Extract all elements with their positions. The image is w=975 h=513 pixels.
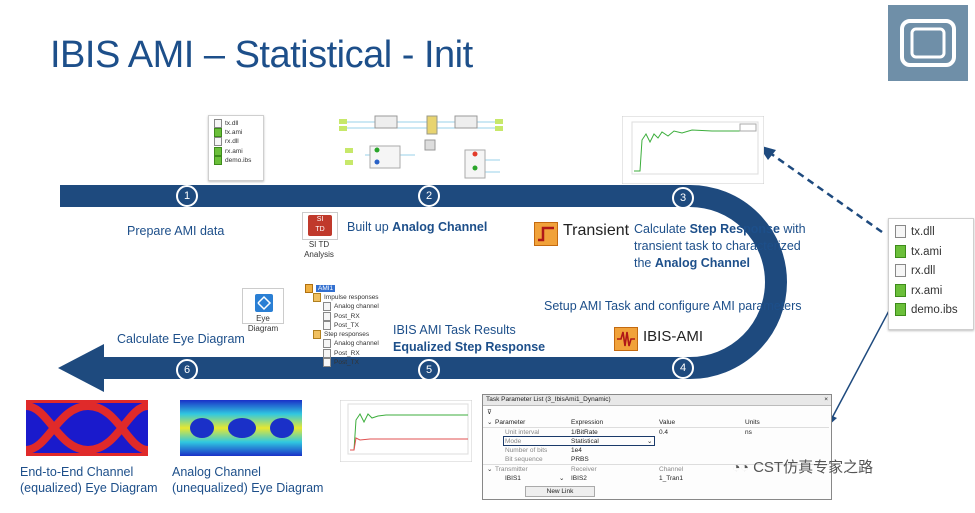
file-icon: [895, 283, 906, 297]
table-row: Unit interval 1/BitRate 0.4 ns: [505, 429, 752, 436]
ibis-ami-label: IBIS-AMI: [643, 328, 704, 345]
step-5-label: IBIS AMI Task Results Equalized Step Res…: [393, 323, 546, 354]
page-title: IBIS AMI – Statistical - Init: [50, 34, 473, 76]
file-icon: [895, 244, 906, 258]
close-icon[interactable]: ×: [824, 396, 828, 403]
link-header-row: ⌄ Transmitter Receiver Channel: [487, 466, 684, 473]
transient-label: Transient: [563, 222, 630, 239]
file-item: demo.ibs: [895, 301, 967, 321]
step-6-label: Calculate Eye Diagram: [117, 332, 245, 346]
file-icon: [214, 137, 222, 147]
step-5-circle: 5: [418, 359, 440, 381]
tree-item: Post_TX: [305, 320, 379, 330]
file-item: tx.ami: [895, 243, 967, 263]
tree-item: Analog channel: [305, 302, 379, 312]
arrow-head: [58, 344, 104, 392]
file-item: tx.dll: [895, 223, 967, 243]
file-icon: [214, 128, 222, 138]
equalized-eye-diagram: [18, 396, 150, 462]
table-row: Number of bits 1e4: [505, 447, 582, 454]
dashed-arrow: [769, 151, 883, 234]
eye-diagram-icon-label: Eye Diagram: [247, 314, 279, 333]
file-item: tx.ami: [214, 128, 258, 138]
filter-row: ⊽: [483, 408, 829, 417]
tree-group: Impulse responses: [305, 293, 379, 303]
step-4-label: Setup AMI Task and configure AMI paramet…: [544, 299, 802, 313]
file-icon: [895, 225, 906, 239]
step-1-circle: 1: [176, 185, 198, 207]
file-item: rx.dll: [895, 262, 967, 282]
file-icon: [214, 155, 222, 165]
new-link-button[interactable]: New Link: [525, 486, 595, 497]
panel-titlebar: Task Parameter List (3_IbisAmi1_Dynamic)…: [483, 395, 831, 406]
file-item: rx.ami: [895, 282, 967, 302]
logo: [888, 5, 968, 81]
step-2-label: Built up Analog Channel: [347, 220, 488, 234]
chat-icon: ◔◔: [732, 459, 749, 475]
equalized-step-thumbnail: [340, 400, 472, 462]
step-4-circle: 4: [672, 357, 694, 379]
file-item: rx.dll: [214, 137, 258, 147]
filter-icon[interactable]: ⊽: [487, 409, 492, 416]
step-2-circle: 2: [418, 185, 440, 207]
step-6-circle: 6: [176, 359, 198, 381]
step-3-label: Calculate Step Response with transient t…: [634, 222, 806, 270]
tree-item: Analog channel: [305, 339, 379, 349]
link-row: IBIS1 ⌄ IBIS2 1_Tran1: [505, 475, 683, 482]
small-file-list: tx.dll tx.ami rx.dll rx.ami demo.ibs: [208, 115, 264, 181]
file-icon: [214, 119, 222, 128]
tree-item: Post_RX: [305, 348, 379, 358]
result-tree: AMI1 Impulse responses Analog channel Po…: [305, 284, 379, 367]
chevron-down-icon[interactable]: ⌄: [647, 438, 653, 445]
task-parameter-panel: Task Parameter List (3_IbisAmi1_Dynamic)…: [482, 394, 832, 500]
tree-item: Post_TX: [305, 357, 379, 367]
step-3-circle: 3: [672, 187, 694, 209]
si-td-label: SI TD Analysis: [304, 240, 334, 259]
transient-icon[interactable]: [534, 222, 558, 246]
file-item: tx.dll: [214, 119, 258, 128]
eye-diagram-icon[interactable]: [242, 288, 284, 324]
file-icon: [214, 146, 222, 156]
file-item: rx.ami: [214, 146, 258, 156]
si-td-icon[interactable]: SI TD: [302, 212, 338, 240]
schematic-thumbnail: [339, 115, 503, 179]
tree-group: Step responses: [305, 330, 379, 340]
file-item: demo.ibs: [214, 155, 258, 165]
unequalized-eye-caption: Analog Channel (unequalized) Eye Diagram: [172, 465, 324, 495]
step-response-thumbnail: [622, 116, 764, 184]
table-header-row: ⌄ Parameter Expression Value Units: [483, 418, 829, 428]
ibis-ami-icon[interactable]: [614, 327, 638, 351]
table-row: Bit sequence PRBS: [483, 455, 829, 465]
tree-root: AMI1: [305, 284, 379, 293]
step-1-label: Prepare AMI data: [127, 224, 225, 238]
unequalized-eye-diagram: [180, 400, 302, 456]
file-icon: [895, 264, 906, 278]
watermark: ◔◔ CST仿真专家之路: [732, 459, 874, 476]
chevron-down-icon[interactable]: ⌄: [559, 475, 565, 482]
equalized-eye-caption: End-to-End Channel (equalized) Eye Diagr…: [20, 465, 158, 495]
table-row: Mode Statistical ⌄: [483, 436, 829, 446]
device-icon: [900, 19, 956, 67]
tree-item: Post_RX: [305, 311, 379, 321]
file-icon: [895, 303, 906, 317]
ami-file-list: tx.dll tx.ami rx.dll rx.ami demo.ibs: [888, 218, 974, 330]
